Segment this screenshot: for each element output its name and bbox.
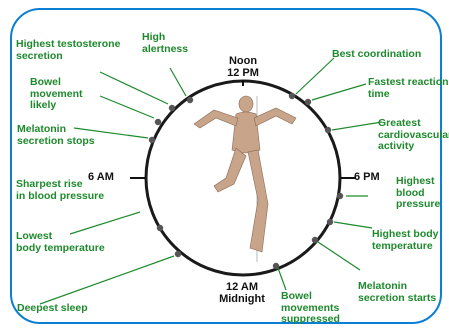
- noon-text: Noon: [219, 55, 267, 67]
- dot-bowel-likely: [155, 119, 161, 125]
- label-deepest-sleep: Deepest sleep: [17, 303, 88, 315]
- label-line: likely: [30, 100, 83, 112]
- label-line: in blood pressure: [16, 191, 104, 203]
- label-line: Best coordination: [332, 49, 421, 61]
- label-line: Greatest: [378, 118, 449, 130]
- dot-fastest-reaction: [305, 99, 311, 105]
- label-line: activity: [378, 141, 449, 153]
- label-melatonin-starts: Melatonin secretion starts: [358, 281, 436, 304]
- label-line: Deepest sleep: [17, 303, 88, 315]
- label-line: Sharpest rise: [16, 179, 104, 191]
- midnight-text: Midnight: [210, 293, 274, 305]
- label-melatonin-stops: Melatonin secretion stops: [17, 124, 95, 147]
- label-highest-testosterone: Highest testosterone secretion: [16, 39, 120, 62]
- label-line: Melatonin: [17, 124, 95, 136]
- twelve-pm-text: 12 PM: [219, 67, 267, 79]
- label-line: Bowel: [281, 291, 340, 303]
- label-bowel-suppressed: Bowel movements suppressed: [281, 291, 340, 326]
- label-line: alertness: [142, 44, 188, 56]
- label-line: suppressed: [281, 314, 340, 326]
- label-line: Highest body: [372, 229, 439, 241]
- dot-highest-temp: [327, 219, 333, 225]
- dot-melatonin-stops: [149, 137, 155, 143]
- dot-high-alertness: [187, 97, 193, 103]
- label-bowel-movement-likely: Bowel movement likely: [30, 77, 83, 112]
- label-sharpest-rise-bp: Sharpest rise in blood pressure: [16, 179, 104, 202]
- label-greatest-cardio: Greatest cardiovascular activity: [378, 118, 449, 153]
- six-pm-label: 6 PM: [354, 171, 380, 183]
- label-line: secretion starts: [358, 293, 436, 305]
- label-line: Bowel: [30, 77, 83, 89]
- twelve-am-text: 12 AM: [210, 281, 274, 293]
- dot-lowest-temp: [157, 225, 163, 231]
- dot-testosterone: [169, 105, 175, 111]
- label-line: Melatonin: [358, 281, 436, 293]
- label-high-alertness: High alertness: [142, 32, 188, 55]
- label-line: Fastest reaction: [368, 77, 449, 89]
- label-lowest-temp: Lowest body temperature: [16, 231, 105, 254]
- label-line: secretion: [16, 51, 120, 63]
- dot-greatest-cardio: [325, 127, 331, 133]
- label-line: temperature: [372, 241, 439, 253]
- dot-deepest-sleep: [175, 251, 181, 257]
- label-fastest-reaction: Fastest reaction time: [368, 77, 449, 100]
- label-line: High: [142, 32, 188, 44]
- label-line: Highest: [396, 176, 440, 188]
- label-highest-bp: Highest blood pressure: [396, 176, 440, 211]
- label-line: pressure: [396, 199, 440, 211]
- label-line: Lowest: [16, 231, 105, 243]
- label-line: body temperature: [16, 243, 105, 255]
- label-best-coordination: Best coordination: [332, 49, 421, 61]
- midnight-label: 12 AM Midnight: [210, 281, 274, 305]
- dot-highest-bp: [337, 193, 343, 199]
- noon-label: Noon 12 PM: [219, 55, 267, 79]
- label-line: secretion stops: [17, 136, 95, 148]
- dot-melatonin-starts: [312, 237, 318, 243]
- label-line: Highest testosterone: [16, 39, 120, 51]
- label-highest-temp: Highest body temperature: [372, 229, 439, 252]
- runner-figure: [194, 96, 296, 252]
- dot-best-coordination: [289, 93, 295, 99]
- label-line: time: [368, 89, 449, 101]
